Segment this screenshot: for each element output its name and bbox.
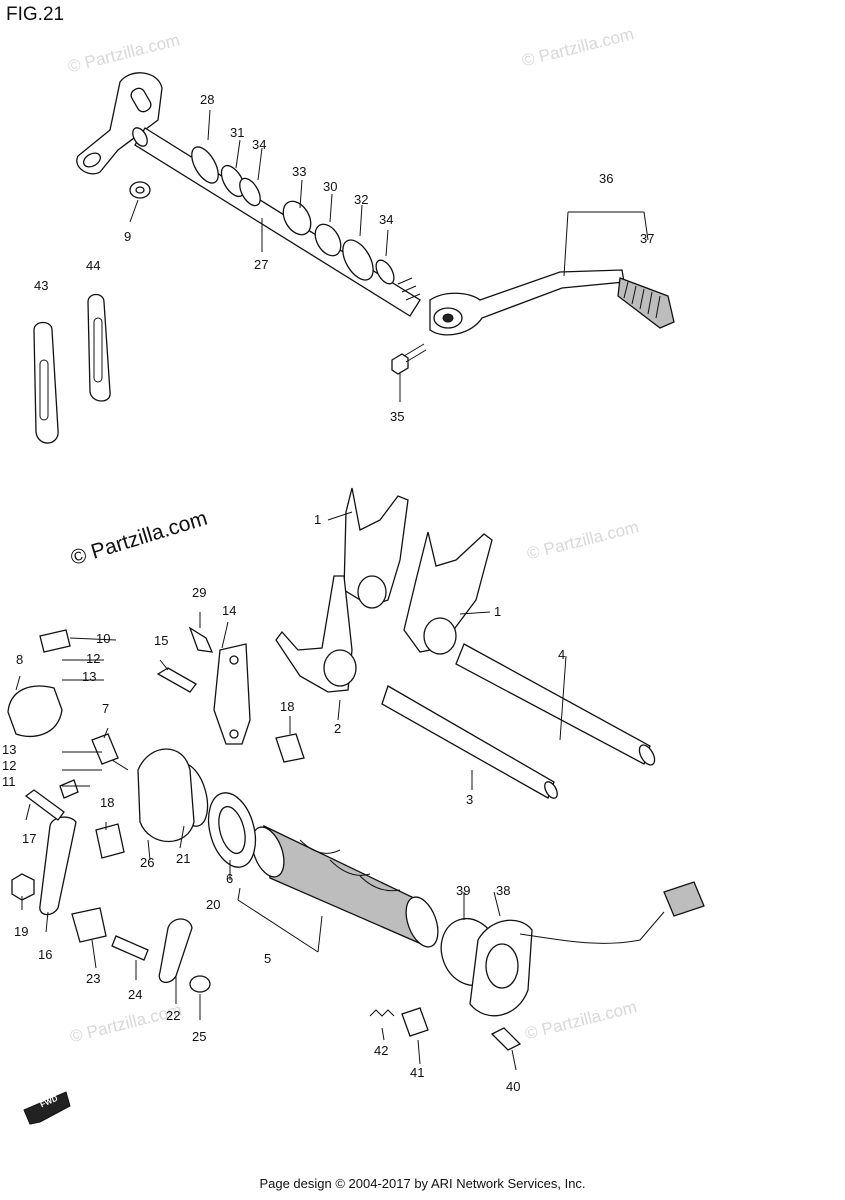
part-1-shift-fork-a xyxy=(343,487,409,607)
part-17-bolt xyxy=(24,789,65,821)
callout-8: 8 xyxy=(16,652,24,667)
callout-9: 9 xyxy=(124,229,132,244)
part-30-spacer xyxy=(314,223,342,257)
callout-6: 6 xyxy=(226,871,234,886)
part-16-arm xyxy=(39,816,77,916)
part-43-link xyxy=(33,321,59,444)
part-41-plug xyxy=(401,1007,429,1037)
callout-3: 3 xyxy=(466,792,474,807)
part-14-bracket xyxy=(213,643,251,745)
switch-connector xyxy=(663,881,705,917)
part-37-foot-peg xyxy=(617,277,675,329)
figure-title: FIG.21 xyxy=(6,4,65,25)
callout-28: 28 xyxy=(200,92,215,107)
part-33-spacer xyxy=(282,200,312,236)
callout-22: 22 xyxy=(166,1008,181,1023)
arm-slot xyxy=(130,87,152,113)
part-23-spring xyxy=(71,907,107,943)
callout-34a: 34 xyxy=(252,137,267,152)
callout-29: 29 xyxy=(192,585,207,600)
callout-1b: 1 xyxy=(494,604,502,619)
callout-13a: 13 xyxy=(82,669,97,684)
callout-21: 21 xyxy=(176,851,191,866)
callout-10: 10 xyxy=(96,631,111,646)
callout-39: 39 xyxy=(456,883,471,898)
part-35-bolt xyxy=(391,353,409,375)
callout-11: 11 xyxy=(2,774,16,789)
callout-15: 15 xyxy=(154,633,169,648)
part-28-seal xyxy=(191,146,219,184)
part-32-washer xyxy=(342,239,374,281)
part-40-bolt xyxy=(490,1027,522,1051)
callout-12b: 12 xyxy=(2,758,17,773)
callout-41: 41 xyxy=(410,1065,425,1080)
callout-24: 24 xyxy=(128,987,143,1002)
part-8-pawl-holder xyxy=(7,685,63,738)
part-24-bolt xyxy=(111,935,149,961)
callout-44: 44 xyxy=(86,258,101,273)
callout-17: 17 xyxy=(22,831,37,846)
callout-16: 16 xyxy=(38,947,53,962)
part-34-washer-b xyxy=(375,259,395,285)
callout-42: 42 xyxy=(374,1043,389,1058)
part-29-bolt xyxy=(188,626,214,653)
part-7-pin xyxy=(91,733,119,765)
fwd-arrow-icon xyxy=(23,1091,71,1125)
callout-14: 14 xyxy=(222,603,237,618)
part-26-cam-plate xyxy=(137,748,195,843)
part-31-collar xyxy=(220,164,246,198)
callout-35: 35 xyxy=(390,409,405,424)
part-22-arm xyxy=(158,918,193,983)
callout-2: 2 xyxy=(334,721,342,736)
part-44-link xyxy=(87,293,111,402)
callout-23: 23 xyxy=(86,971,101,986)
callout-5: 5 xyxy=(264,951,272,966)
callout-1a: 1 xyxy=(314,512,322,527)
callout-31: 31 xyxy=(230,125,245,140)
callout-43: 43 xyxy=(34,278,49,293)
callout-37: 37 xyxy=(640,231,655,246)
part-10-pawl xyxy=(39,629,71,653)
footer-credit: Page design © 2004-2017 by ARI Network S… xyxy=(259,1176,586,1191)
callout-34b: 34 xyxy=(379,212,394,227)
callout-19: 19 xyxy=(14,924,29,939)
shift-shaft xyxy=(134,127,421,317)
callout-18b: 18 xyxy=(100,795,115,810)
callout-26: 26 xyxy=(140,855,155,870)
callout-13b: 13 xyxy=(2,742,17,757)
part-3-fork-shaft xyxy=(381,685,555,799)
part-25-washer xyxy=(189,975,211,993)
part-18-collar-a xyxy=(275,733,305,763)
callout-7: 7 xyxy=(102,701,110,716)
callout-4: 4 xyxy=(558,647,566,662)
callout-32: 32 xyxy=(354,192,369,207)
callout-30: 30 xyxy=(323,179,338,194)
callout-33: 33 xyxy=(292,164,307,179)
callout-18a: 18 xyxy=(280,699,295,714)
part-1-shift-fork-b xyxy=(403,531,493,653)
shaft-splines xyxy=(397,277,421,301)
arm-slot-lower xyxy=(82,152,102,168)
gear-shift-lever xyxy=(429,269,625,336)
part-5-shift-cam xyxy=(263,824,427,948)
part-19-nut xyxy=(11,873,35,901)
part-15-bolt xyxy=(156,667,197,693)
part-42-spring xyxy=(369,1009,395,1017)
callout-27: 27 xyxy=(254,257,269,272)
switch-wire xyxy=(519,911,665,944)
callout-36: 36 xyxy=(599,171,614,186)
part-34-washer xyxy=(239,177,261,207)
callout-12a: 12 xyxy=(86,651,101,666)
callout-38: 38 xyxy=(496,883,511,898)
part-4-fork-shaft xyxy=(455,643,651,765)
callout-25: 25 xyxy=(192,1029,207,1044)
callout-40: 40 xyxy=(506,1079,521,1094)
part-11-pin xyxy=(59,779,79,799)
callout-20: 20 xyxy=(206,897,221,912)
part-18-collar-b xyxy=(95,823,125,859)
